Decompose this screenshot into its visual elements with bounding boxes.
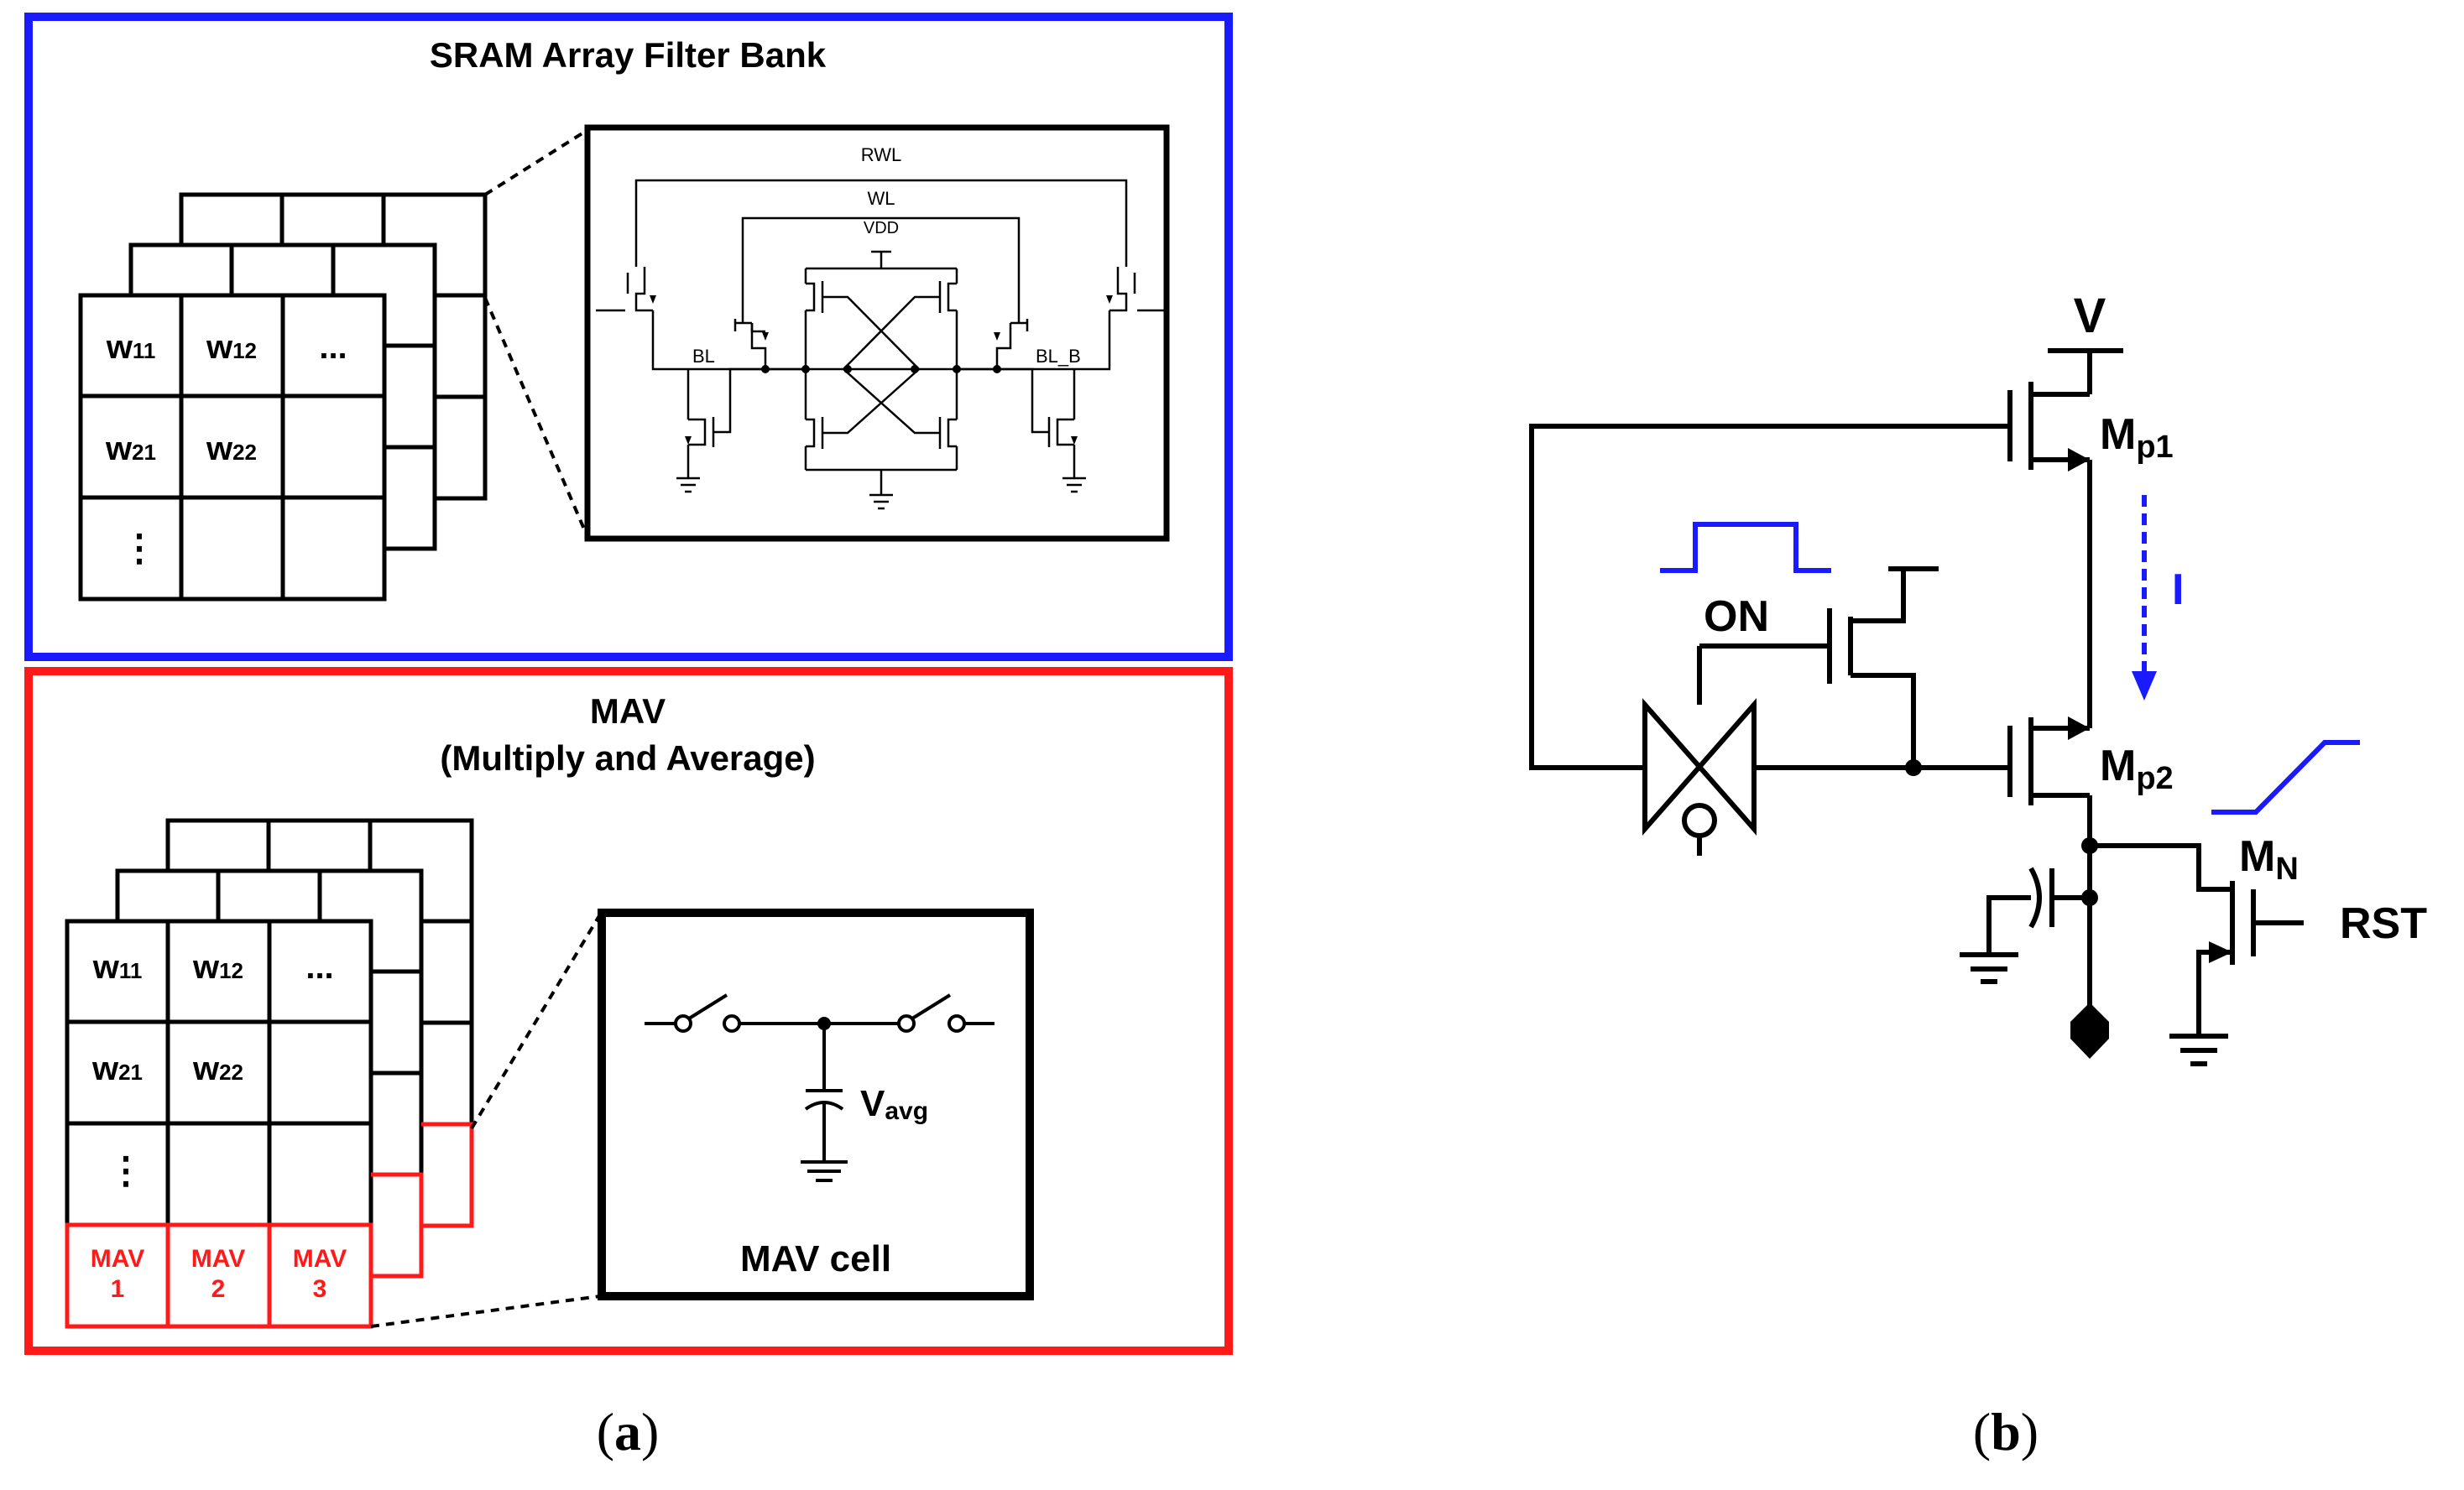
mav-zoom-line-top <box>470 913 602 1130</box>
sram-box-border <box>24 13 1233 661</box>
mav-grid-stack <box>65 818 474 1329</box>
mav-grid-cell: ... <box>305 949 333 986</box>
mav-box-border <box>24 667 1233 1355</box>
bl-b-label: BL_B <box>1036 346 1081 367</box>
mav-cell-schematic: Vavg MAV cell <box>598 909 1034 1300</box>
panel-a-caption: (a) <box>597 1402 660 1461</box>
vdd-label: VDD <box>864 219 899 237</box>
mav-grid-cell: w21 <box>91 1050 143 1087</box>
mav-grid-cell: w12 <box>192 949 243 986</box>
mav-red-rows <box>65 1122 474 1329</box>
mav-box: MAV (Multiply and Average) <box>24 667 1233 1355</box>
sram-box-title: SRAM Array Filter Bank <box>430 35 827 75</box>
sram-array-filter-bank-box: SRAM Array Filter Bank w11 w12 ... w21 w… <box>24 13 1233 661</box>
wl-label: WL <box>868 188 895 209</box>
panel-b-caption: (b) <box>1973 1402 2039 1461</box>
panel-a: SRAM Array Filter Bank w11 w12 ... w21 w… <box>24 13 1233 1461</box>
ramp-waveform <box>2211 740 2360 815</box>
sram-grid-cell: w22 <box>206 430 257 467</box>
sram-zoom-line-bottom <box>483 297 589 538</box>
rwl-label: RWL <box>861 144 902 165</box>
sram-grid-stack <box>78 192 488 602</box>
current-label: I <box>2172 565 2184 614</box>
sram-grid-layer-front <box>78 293 387 602</box>
mav-box-title-line1: MAV <box>590 691 666 731</box>
on-pulse-waveform <box>1660 522 1831 573</box>
mav-box-title-line2: (Multiply and Average) <box>440 738 815 778</box>
panel-b-current-circuit: V Mp1 Mp2 MN ON I RST (b) <box>1529 289 2427 1461</box>
vavg-label: Vavg <box>860 1083 928 1125</box>
mp2-label: Mp2 <box>2100 742 2174 796</box>
sram-grid-cell: w11 <box>106 329 156 366</box>
mav-zoom-line-bottom <box>370 1295 601 1328</box>
sram-grid-cell: ⋮ <box>121 528 158 569</box>
sram-grid-cell: w12 <box>206 329 257 366</box>
mn-label: MN <box>2239 832 2299 887</box>
mp1-label: Mp1 <box>2100 410 2174 465</box>
mav-grid-cell: w22 <box>192 1050 243 1087</box>
mav-cell-caption: MAV cell <box>740 1238 891 1279</box>
sram-grid-cell: w21 <box>105 430 156 467</box>
bl-label: BL <box>692 346 715 367</box>
rst-label: RST <box>2340 899 2427 948</box>
current-arrow-head <box>2132 671 2157 701</box>
sram-zoom-line-top <box>483 128 589 196</box>
v-supply-label: V <box>2074 289 2106 343</box>
mav-grid-cell: ⋮ <box>107 1150 144 1191</box>
sram-cell-schematic: RWL WL VDD BL BL_B <box>584 124 1170 542</box>
mav-grid-cell: w11 <box>92 949 143 986</box>
sram-grid-cell: ... <box>319 329 347 366</box>
on-label: ON <box>1704 592 1769 641</box>
